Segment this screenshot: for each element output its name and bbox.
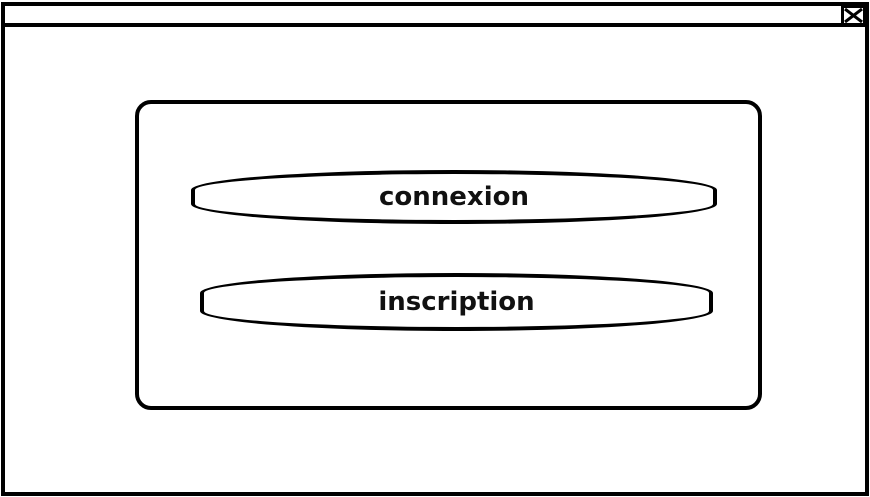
close-button[interactable] <box>841 5 866 26</box>
inscription-button[interactable]: inscription <box>200 273 713 331</box>
inscription-button-label: inscription <box>378 287 535 317</box>
title-bar[interactable] <box>5 5 866 27</box>
connexion-button-label: connexion <box>379 182 529 212</box>
auth-panel: connexion inscription <box>135 100 762 410</box>
close-icon <box>844 8 863 23</box>
connexion-button[interactable]: connexion <box>191 170 717 224</box>
